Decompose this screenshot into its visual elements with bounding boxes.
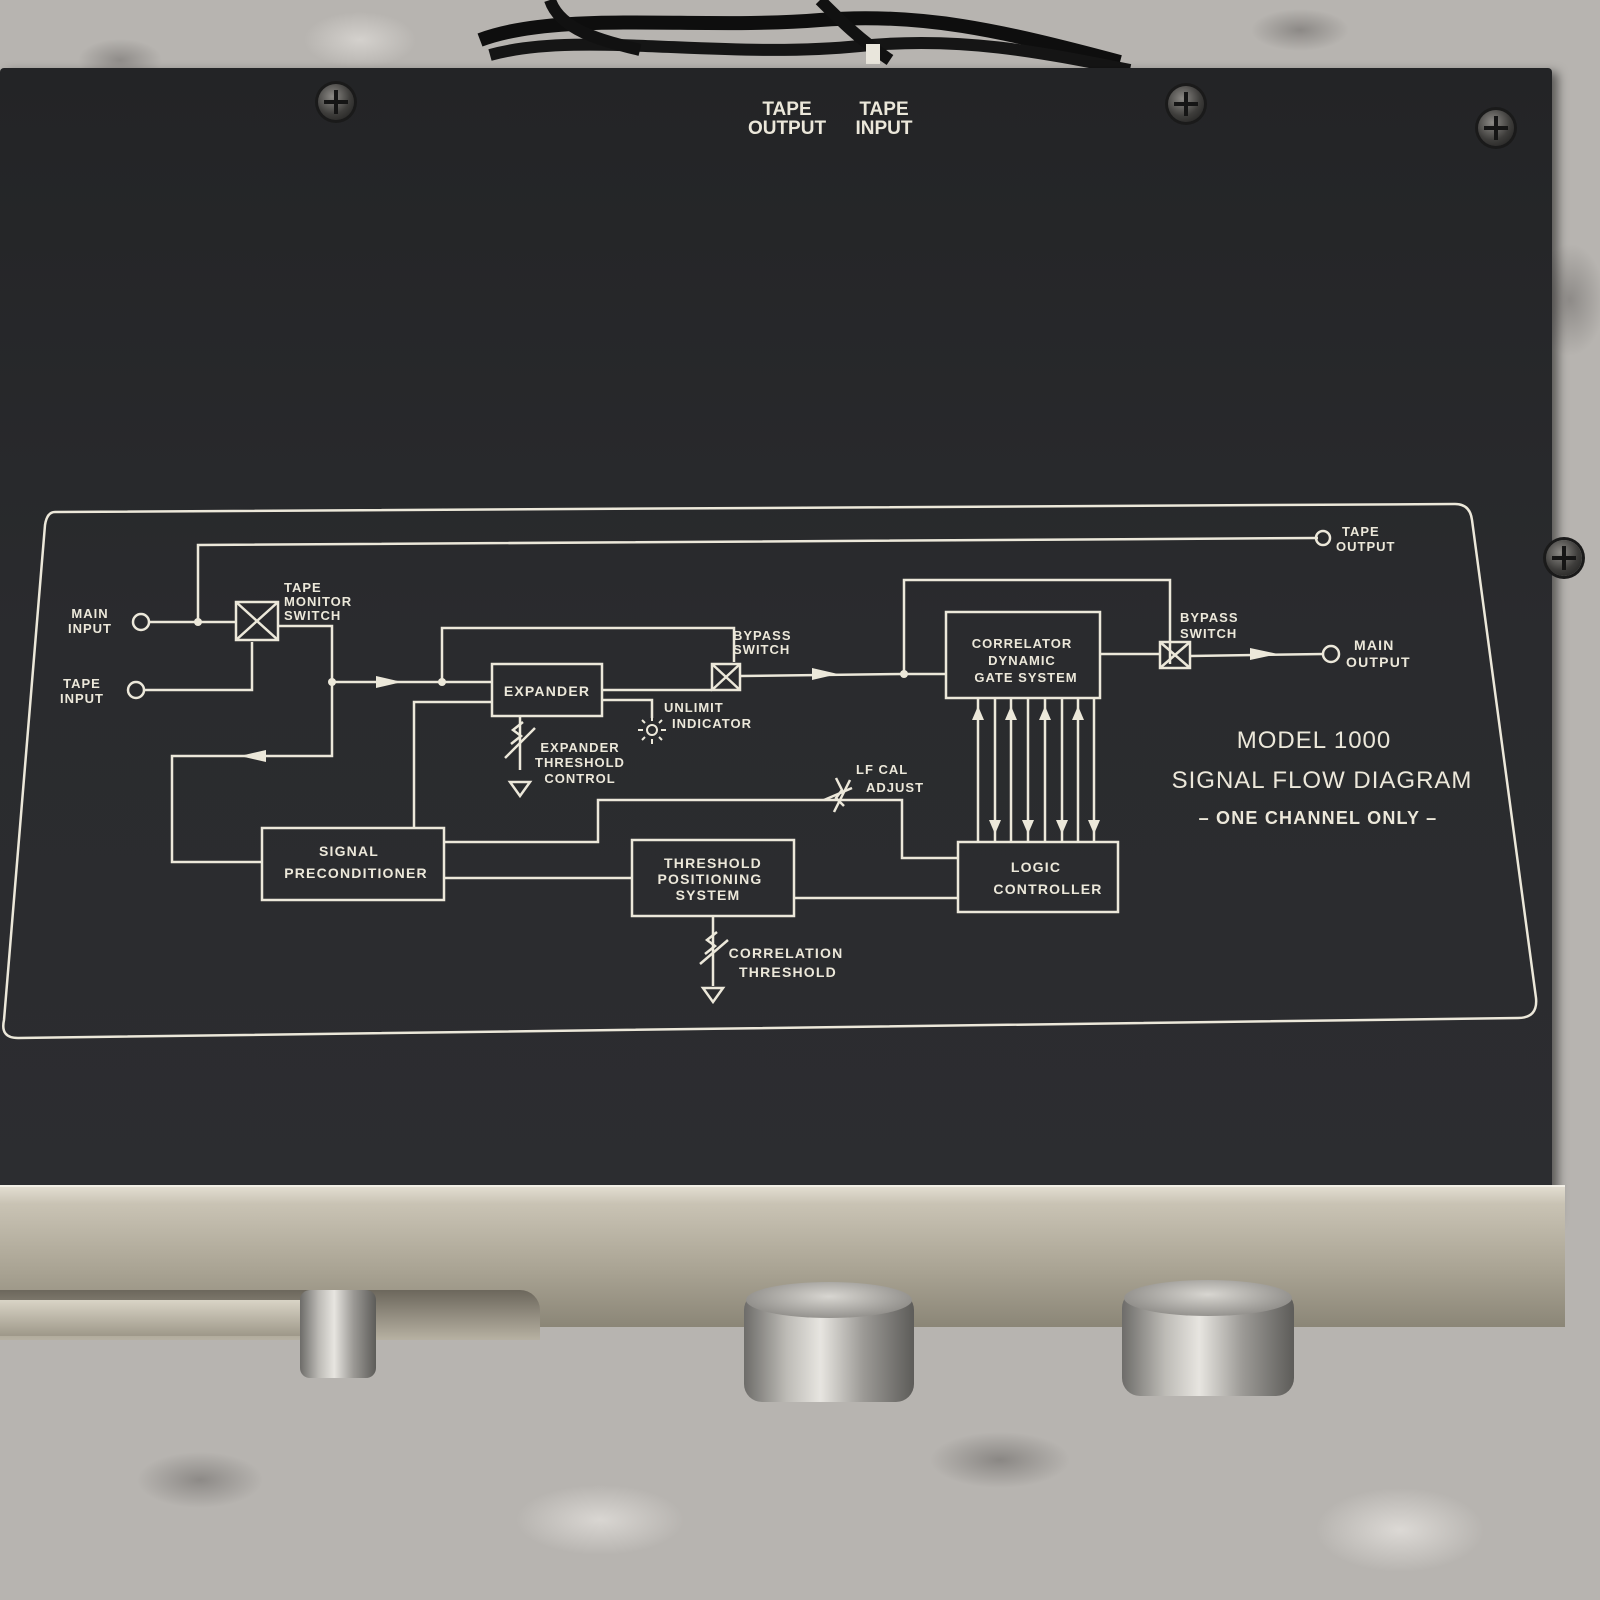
front-slider-bar: [0, 1300, 300, 1336]
diagram-frame: [2, 502, 1538, 1040]
left-knob-cap: [746, 1282, 912, 1318]
title-model: MODEL 1000: [1237, 727, 1392, 754]
title-signal-flow: SIGNAL FLOW DIAGRAM: [1172, 767, 1473, 794]
small-knob: [300, 1290, 376, 1378]
label-expander: EXPANDER: [504, 683, 590, 699]
led-indicator-icon: [638, 716, 666, 744]
rear-label-tape-input: TAPE INPUT: [855, 99, 913, 139]
screw-icon: [1546, 540, 1582, 576]
right-knob-cap: [1124, 1280, 1292, 1316]
unit-top-cover: [0, 68, 1552, 1218]
screw-icon: [318, 84, 354, 120]
power-cable: [477, 0, 1132, 76]
rear-label-tape-output: TAPE OUTPUT: [747, 99, 827, 139]
screw-icon: [1478, 110, 1514, 146]
title-one-channel: – ONE CHANNEL ONLY –: [1199, 808, 1438, 828]
screw-icon: [1168, 86, 1204, 122]
